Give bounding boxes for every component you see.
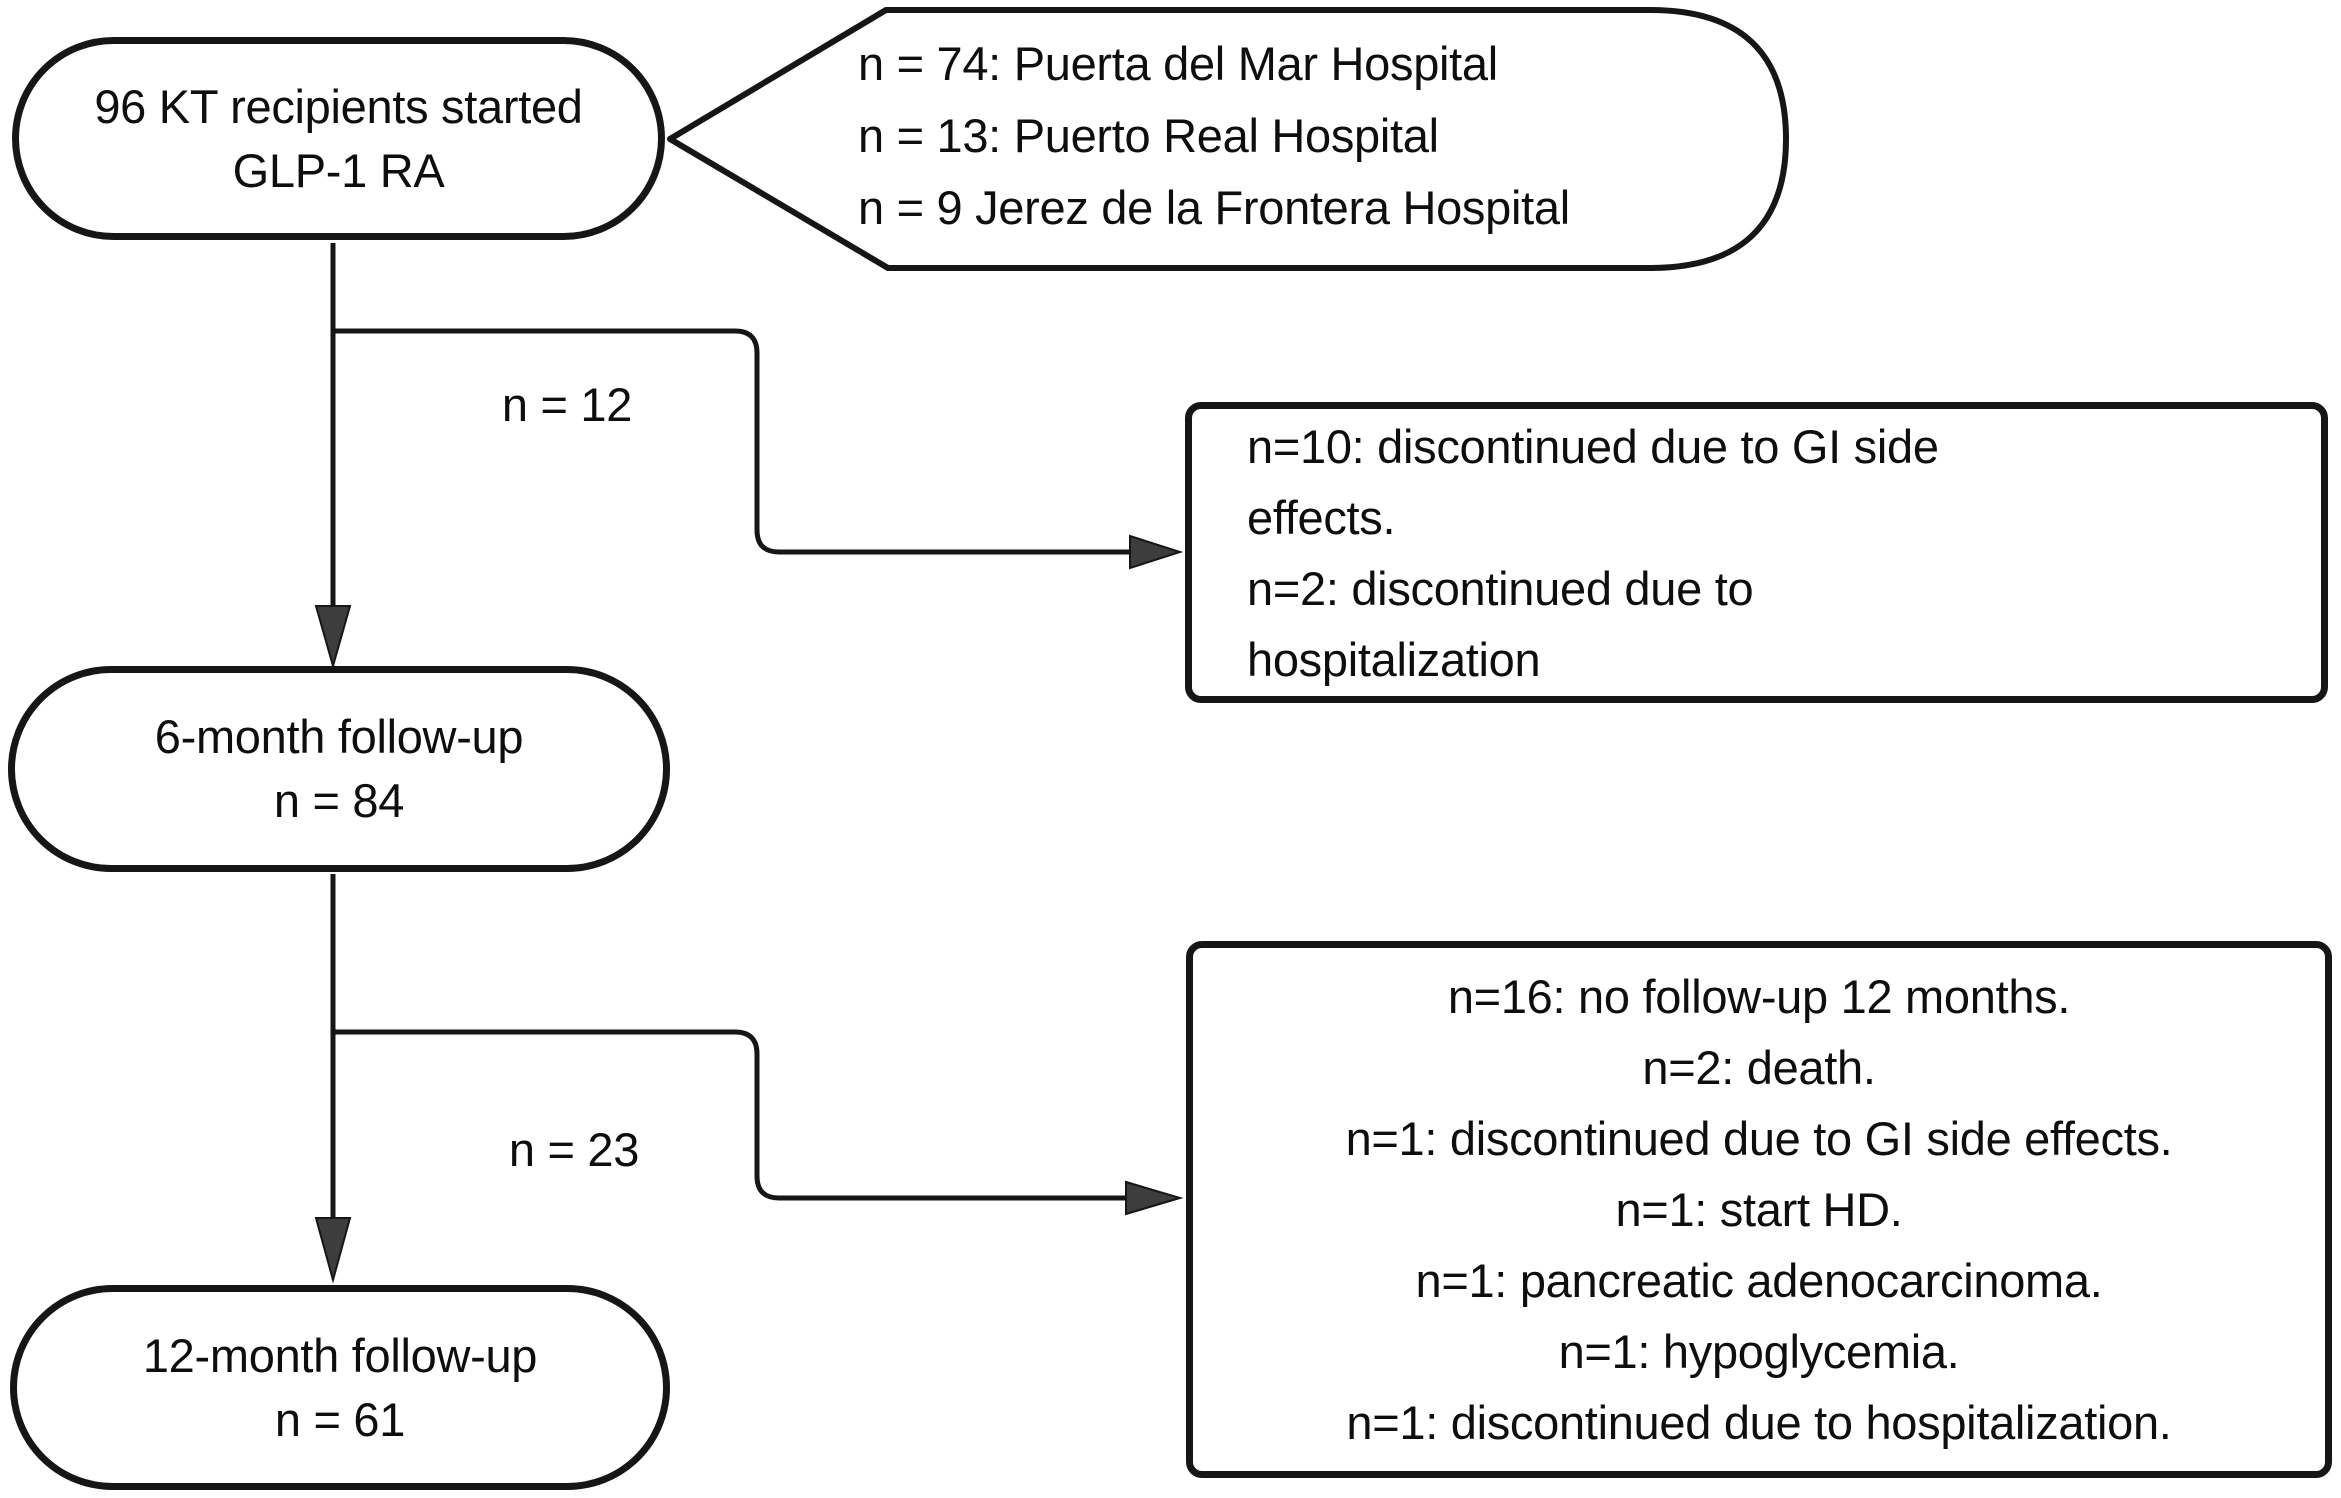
node-month6-line2: n = 84 [273, 774, 405, 827]
dropout6m-line2: effects. [1247, 490, 1396, 544]
node-dropout-12m: n=16: no follow-up 12 months. n=2: death… [1186, 941, 2332, 1478]
dropout12m-line7: n=1: discontinued due to hospitalization… [1346, 1396, 2172, 1449]
node-month6-line1: 6-month follow-up [154, 710, 524, 763]
dropout12m-line3: n=1: discontinued due to GI side effects… [1345, 1112, 2173, 1165]
dropout6m-line3: n=2: discontinued due to [1247, 561, 1754, 615]
dropout12m-line2: n=2: death. [1642, 1041, 1876, 1094]
arrowhead-down-icon [314, 1217, 352, 1284]
callout-line1: n = 74: Puerta del Mar Hospital [858, 37, 1498, 90]
callout-shape [667, 7, 1789, 271]
node-month6: 6-month follow-up n = 84 [8, 666, 670, 872]
arrowhead-right-icon [1125, 1180, 1184, 1216]
dropout12m-line4: n=1: start HD. [1615, 1183, 1903, 1236]
node-month12-line2: n = 61 [274, 1392, 406, 1446]
dropout6m-line1: n=10: discontinued due to GI side [1247, 419, 1939, 473]
dropout12m-line1: n=16: no follow-up 12 months. [1447, 970, 2071, 1023]
callout-line2: n = 13: Puerto Real Hospital [858, 109, 1439, 162]
edge-start-to-dropout6m [333, 328, 1132, 555]
arrowhead-down-icon [314, 605, 352, 670]
node-month12: 12-month follow-up n = 61 [10, 1285, 670, 1490]
node-dropout-6m: n=10: discontinued due to GI side effect… [1185, 402, 2328, 703]
node-start: 96 KT recipients started GLP-1 RA [12, 37, 665, 240]
callout-line3: n = 9 Jerez de la Frontera Hospital [858, 181, 1570, 234]
dropout12m-line6: n=1: hypoglycemia. [1558, 1325, 1960, 1378]
edge-month6-to-dropout12m [333, 1029, 1128, 1201]
arrowhead-right-icon [1129, 534, 1184, 570]
node-sources-callout: n = 74: Puerta del Mar Hospital n = 13: … [858, 28, 1758, 244]
node-month12-line1: 12-month follow-up [142, 1328, 538, 1382]
dropout6m-line4: hospitalization [1247, 632, 1541, 686]
dropout12m-line5: n=1: pancreatic adenocarcinoma. [1415, 1254, 2103, 1307]
edge-label-n12: n = 12 [501, 378, 633, 431]
node-start-line2: GLP-1 RA [232, 143, 445, 197]
edge-label-n23: n = 23 [508, 1123, 640, 1176]
node-start-line1: 96 KT recipients started [94, 79, 583, 133]
